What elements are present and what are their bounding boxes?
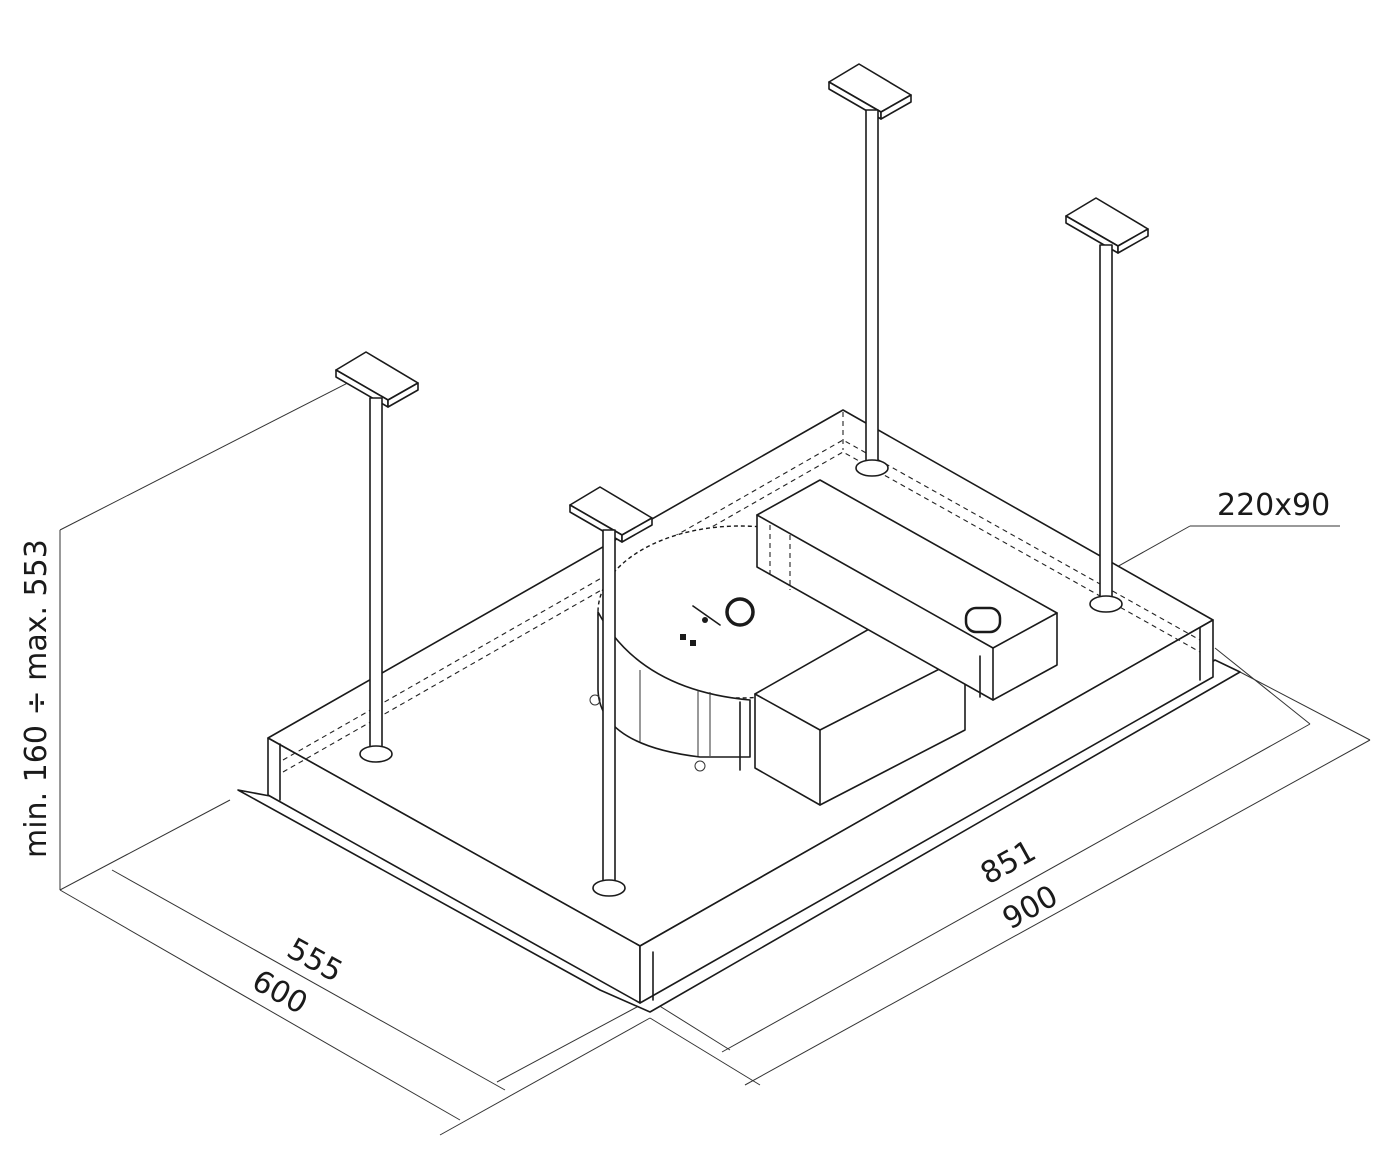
height-range-label: min. 160 ÷ max. 553 — [19, 539, 54, 858]
support-rod-front — [569, 486, 653, 897]
outlet-duct — [739, 619, 966, 806]
width-outer-label: 900 — [997, 879, 1064, 937]
outlet-size-label: 220x90 — [1217, 488, 1330, 523]
rear-box — [756, 479, 1058, 701]
width-inner-label: 851 — [975, 834, 1042, 892]
support-rod-rear — [828, 63, 912, 477]
support-rod-left — [335, 351, 419, 763]
support-rod-right — [1065, 197, 1149, 613]
